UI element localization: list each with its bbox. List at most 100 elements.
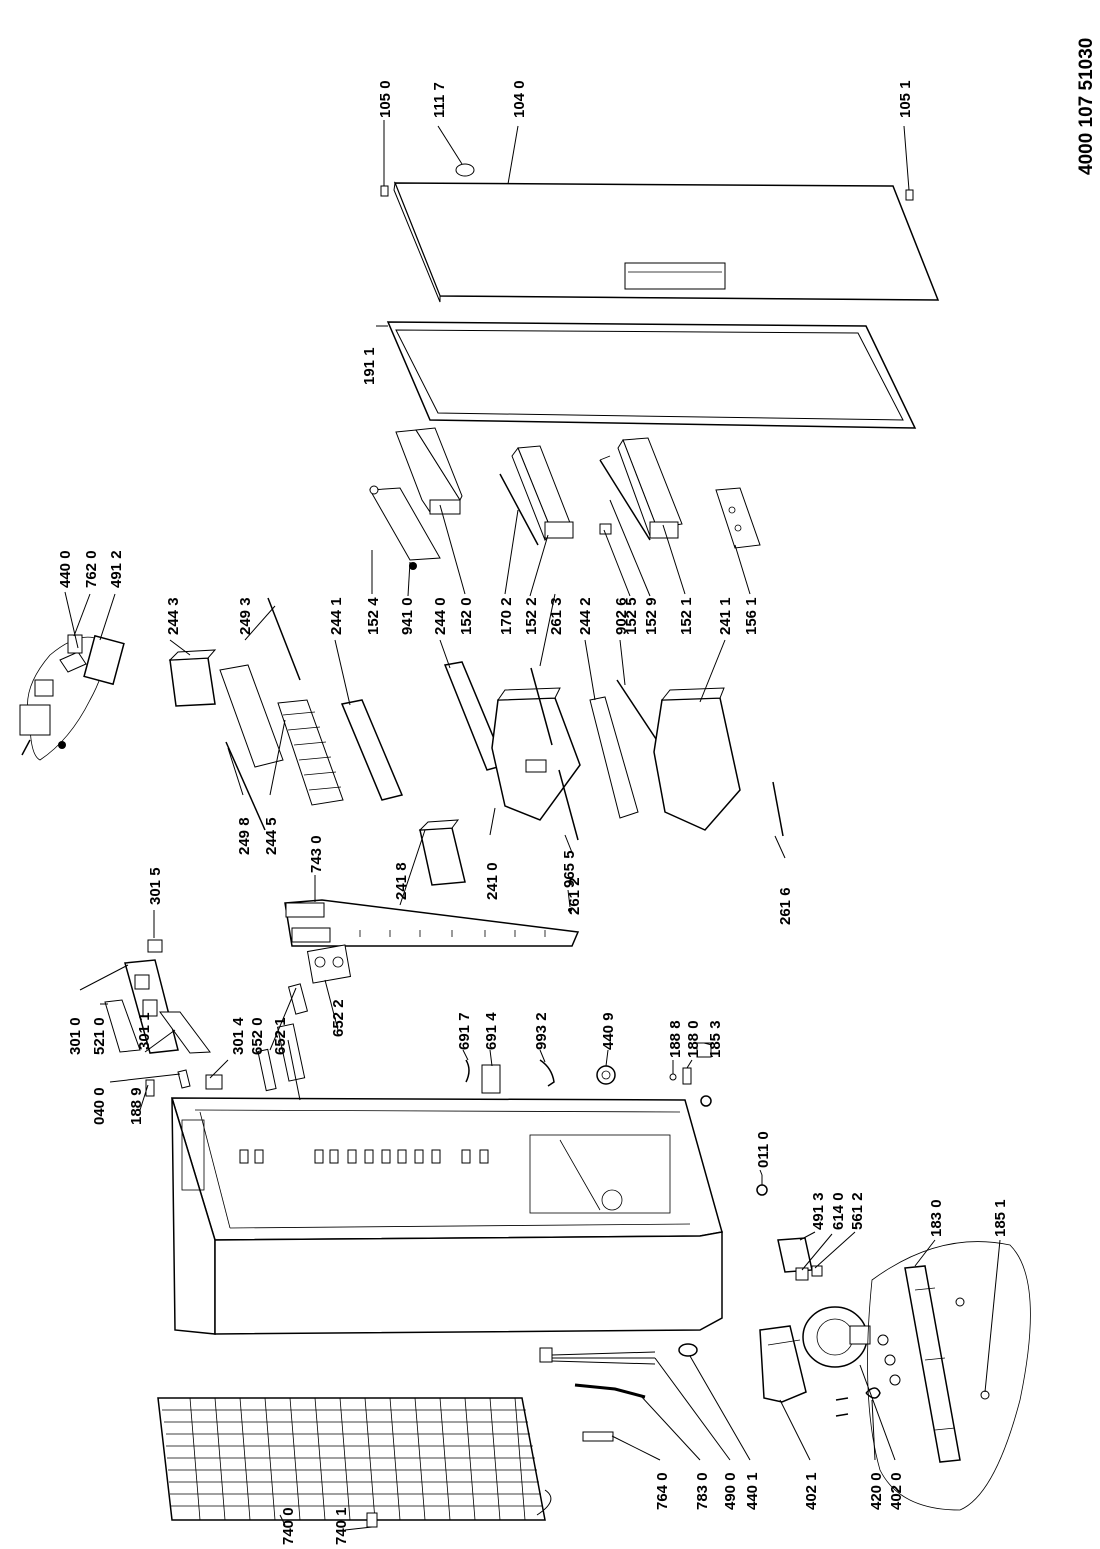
door-balcony-152-0 bbox=[395, 427, 463, 515]
fan-cover-491-2 bbox=[83, 634, 125, 686]
part-440-9 bbox=[596, 1065, 616, 1085]
balcony-rail-170-2 bbox=[499, 473, 539, 546]
label-965-5: 965 5 bbox=[561, 850, 578, 888]
door-hinge-pin-105-1 bbox=[905, 189, 914, 201]
leader-lines bbox=[64, 120, 1001, 1531]
glass-shelf-244-1 bbox=[340, 699, 404, 801]
label-156-1: 156 1 bbox=[743, 597, 760, 635]
label-420-0: 420 0 bbox=[868, 1472, 885, 1510]
drawer-rail-261-2 bbox=[558, 769, 579, 841]
drawer-rail-261-3 bbox=[530, 667, 553, 746]
label-491-3: 491 3 bbox=[810, 1192, 827, 1230]
clip-561-2 bbox=[811, 1265, 823, 1277]
door-balcony-152-1 bbox=[617, 437, 683, 539]
label-614-0: 614 0 bbox=[830, 1192, 847, 1230]
label-152-2: 152 2 bbox=[523, 597, 540, 635]
label-040-0: 040 0 bbox=[91, 1087, 108, 1125]
shelf-trim-249-3 bbox=[267, 597, 301, 681]
label-301-0: 301 0 bbox=[67, 1017, 84, 1055]
drawer-rail-261-6 bbox=[772, 781, 784, 837]
box-244-3 bbox=[168, 649, 217, 707]
label-188-0: 188 0 bbox=[685, 1020, 702, 1058]
cabinet-foot-440-1 bbox=[678, 1343, 698, 1357]
label-185-3: 185 3 bbox=[707, 1020, 724, 1058]
part-691-7 bbox=[465, 1059, 470, 1083]
label-491-2: 491 2 bbox=[108, 550, 125, 588]
air-duct-743-0 bbox=[284, 899, 580, 947]
label-170-2: 170 2 bbox=[498, 597, 515, 635]
balcony-lid-152-4 bbox=[369, 485, 441, 561]
wire-shelf-244-5 bbox=[277, 699, 344, 806]
glass-shelf-244-1-a bbox=[219, 664, 284, 768]
part-691-4 bbox=[481, 1064, 501, 1094]
condenser-clip-740-1 bbox=[366, 1512, 378, 1528]
light-cover-301-1 bbox=[159, 1011, 211, 1054]
label-011-0: 011 0 bbox=[755, 1131, 772, 1168]
balcony-rail-152-9 bbox=[599, 455, 651, 541]
label-261-6: 261 6 bbox=[777, 887, 794, 925]
label-490-0: 490 0 bbox=[722, 1472, 739, 1510]
foot-011-0 bbox=[756, 1175, 768, 1196]
compressor-bolts bbox=[835, 1397, 849, 1417]
shelf-trim-902-6 bbox=[616, 679, 661, 746]
label-104-0: 104 0 bbox=[511, 80, 528, 118]
label-440-0: 440 0 bbox=[57, 550, 74, 588]
label-402-0: 402 0 bbox=[888, 1472, 905, 1510]
label-111-7: 111 7 bbox=[431, 82, 448, 118]
label-691-4: 691 4 bbox=[483, 1012, 500, 1050]
label-261-3: 261 3 bbox=[548, 597, 565, 635]
label-105-0: 105 0 bbox=[377, 80, 394, 118]
door-balcony-152-2 bbox=[511, 445, 574, 541]
label-902-6: 902 6 bbox=[613, 597, 630, 635]
leveling-foot bbox=[700, 1095, 712, 1107]
power-cord-490-0 bbox=[539, 1347, 656, 1365]
door-plug-111-7 bbox=[455, 163, 475, 177]
label-440-1: 440 1 bbox=[744, 1472, 761, 1510]
duct-part-652-1 bbox=[276, 1023, 306, 1082]
label-691-7: 691 7 bbox=[456, 1012, 473, 1050]
crisper-drawer-241-1 bbox=[653, 687, 741, 831]
condenser-740-0 bbox=[157, 1397, 552, 1521]
label-188-9: 188 9 bbox=[128, 1087, 145, 1125]
label-941-0: 941 0 bbox=[399, 597, 416, 635]
hinge-040-0 bbox=[177, 1069, 191, 1089]
label-183-0: 183 0 bbox=[928, 1199, 945, 1237]
screw-965-5 bbox=[568, 908, 572, 912]
label-764-0: 764 0 bbox=[654, 1472, 671, 1510]
door-gasket-191-1 bbox=[386, 321, 917, 429]
label-402-1: 402 1 bbox=[803, 1472, 820, 1510]
base-plate-183-0 bbox=[867, 1241, 1031, 1511]
cabinet bbox=[170, 1097, 723, 1335]
label-652-0: 652 0 bbox=[249, 1017, 266, 1055]
label-241-0: 241 0 bbox=[484, 862, 501, 900]
document-number: 4000 107 51030 bbox=[1076, 38, 1097, 175]
balcony-clip-941-0 bbox=[409, 562, 417, 570]
crisper-drawer-241-0 bbox=[491, 687, 581, 821]
foot-185-1 bbox=[980, 1390, 990, 1400]
screw-188-9 bbox=[145, 1079, 155, 1097]
label-244-2: 244 2 bbox=[577, 597, 594, 635]
label-762-0: 762 0 bbox=[83, 550, 100, 588]
door-104-0 bbox=[393, 181, 940, 303]
label-261-2: 261 2 bbox=[566, 877, 583, 915]
label-301-4: 301 4 bbox=[230, 1017, 247, 1055]
compressor-402-0 bbox=[802, 1306, 871, 1368]
shelf-trim-249-8 bbox=[225, 741, 266, 831]
label-783-0: 783 0 bbox=[694, 1472, 711, 1510]
label-740-1: 740 1 bbox=[333, 1507, 350, 1545]
light-part-301-4 bbox=[205, 1074, 223, 1090]
label-152-9: 152 9 bbox=[643, 597, 660, 635]
duct-clip-652-x bbox=[257, 1048, 277, 1092]
cabinet-vents bbox=[239, 1149, 489, 1164]
label-743-0: 743 0 bbox=[308, 835, 325, 873]
label-244-1: 244 1 bbox=[328, 597, 345, 635]
label-105-1: 105 1 bbox=[897, 80, 914, 118]
label-652-2: 652 2 bbox=[330, 999, 347, 1037]
fan-grille-762-0 bbox=[67, 634, 83, 654]
light-part-301-5 bbox=[147, 939, 163, 953]
label-244-5: 244 5 bbox=[263, 817, 280, 855]
label-652-1: 652 1 bbox=[272, 1017, 289, 1055]
part-188-0 bbox=[682, 1067, 692, 1085]
label-301-1: 301 1 bbox=[136, 1012, 153, 1050]
